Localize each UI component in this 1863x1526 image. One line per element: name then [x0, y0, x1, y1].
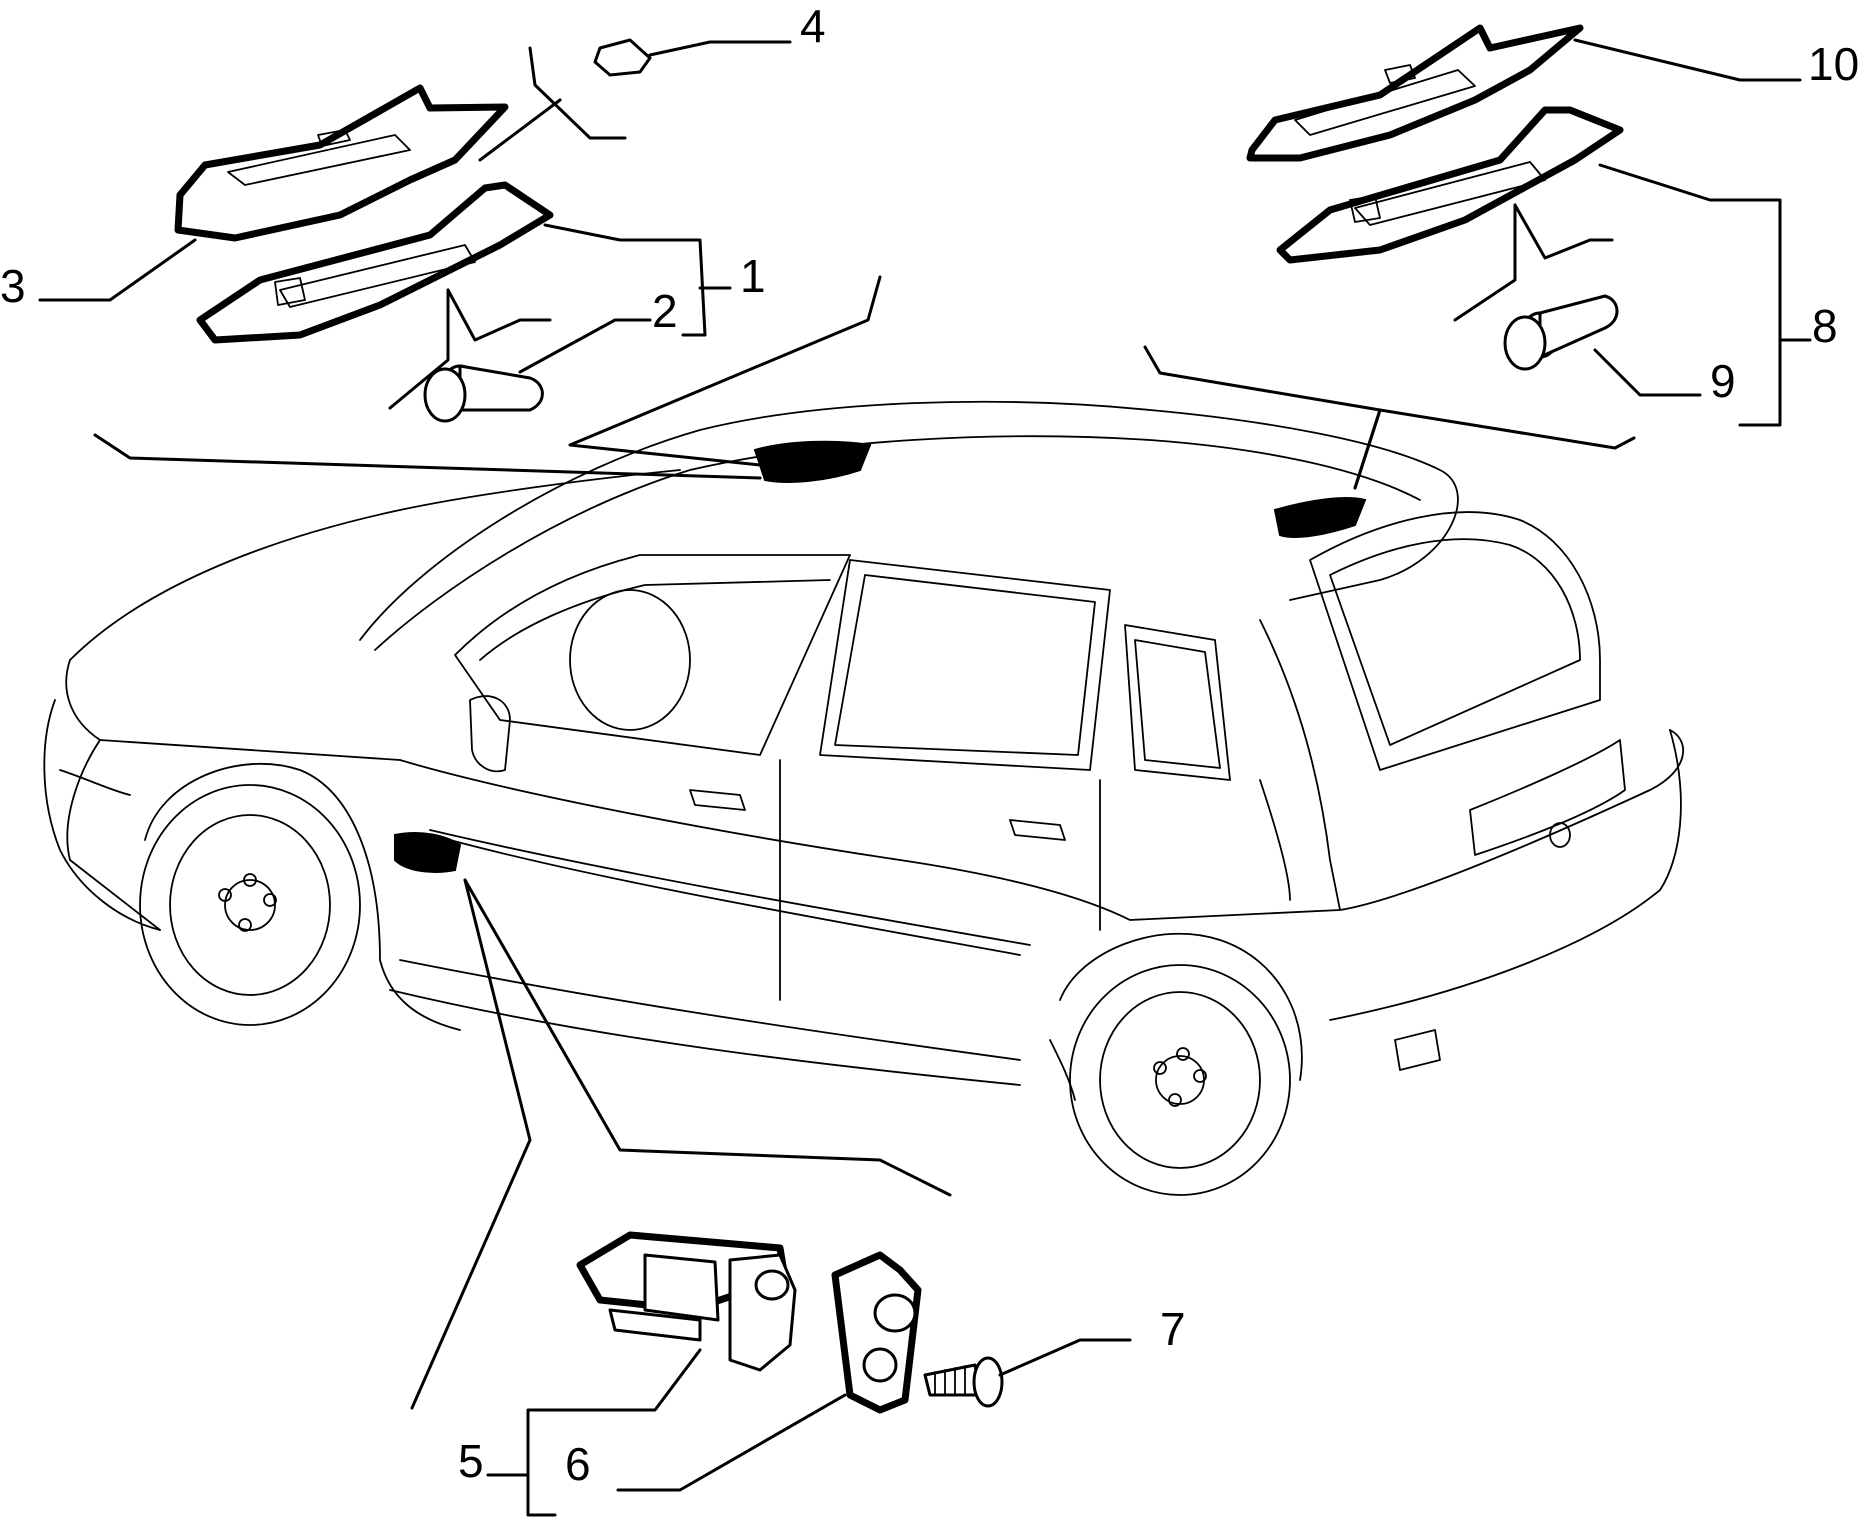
gasket-part: [831, 1251, 922, 1414]
front-lamp-assembly: [174, 38, 652, 423]
screw-part: [923, 1356, 1004, 1408]
callout-6: 6: [565, 1438, 591, 1490]
rear-bulb-part: [1503, 294, 1619, 371]
callout-7: 7: [1160, 1303, 1186, 1355]
callout-10: 10: [1808, 38, 1859, 90]
callout-8: 8: [1812, 300, 1838, 352]
bulb-part: [423, 364, 544, 423]
door-switch-assembly: [576, 1231, 1004, 1414]
rear-lamp-housing-part: [1276, 106, 1624, 264]
lamp-lens-part: [174, 84, 509, 242]
callout-2: 2: [652, 285, 678, 337]
door-switch-location: [394, 832, 462, 873]
car-illustration: [43, 400, 1685, 1196]
callout-1: 1: [740, 250, 766, 302]
rear-lamp-assembly: [1246, 24, 1624, 371]
callout-9: 9: [1710, 355, 1736, 407]
callout-4: 4: [800, 0, 826, 52]
leader-lines: [93, 275, 1636, 1410]
front-lamp-location: [753, 440, 872, 483]
callout-5: 5: [458, 1435, 484, 1487]
clip-part: [593, 38, 652, 77]
callout-3: 3: [0, 260, 26, 312]
rear-lamp-location: [1273, 497, 1367, 538]
